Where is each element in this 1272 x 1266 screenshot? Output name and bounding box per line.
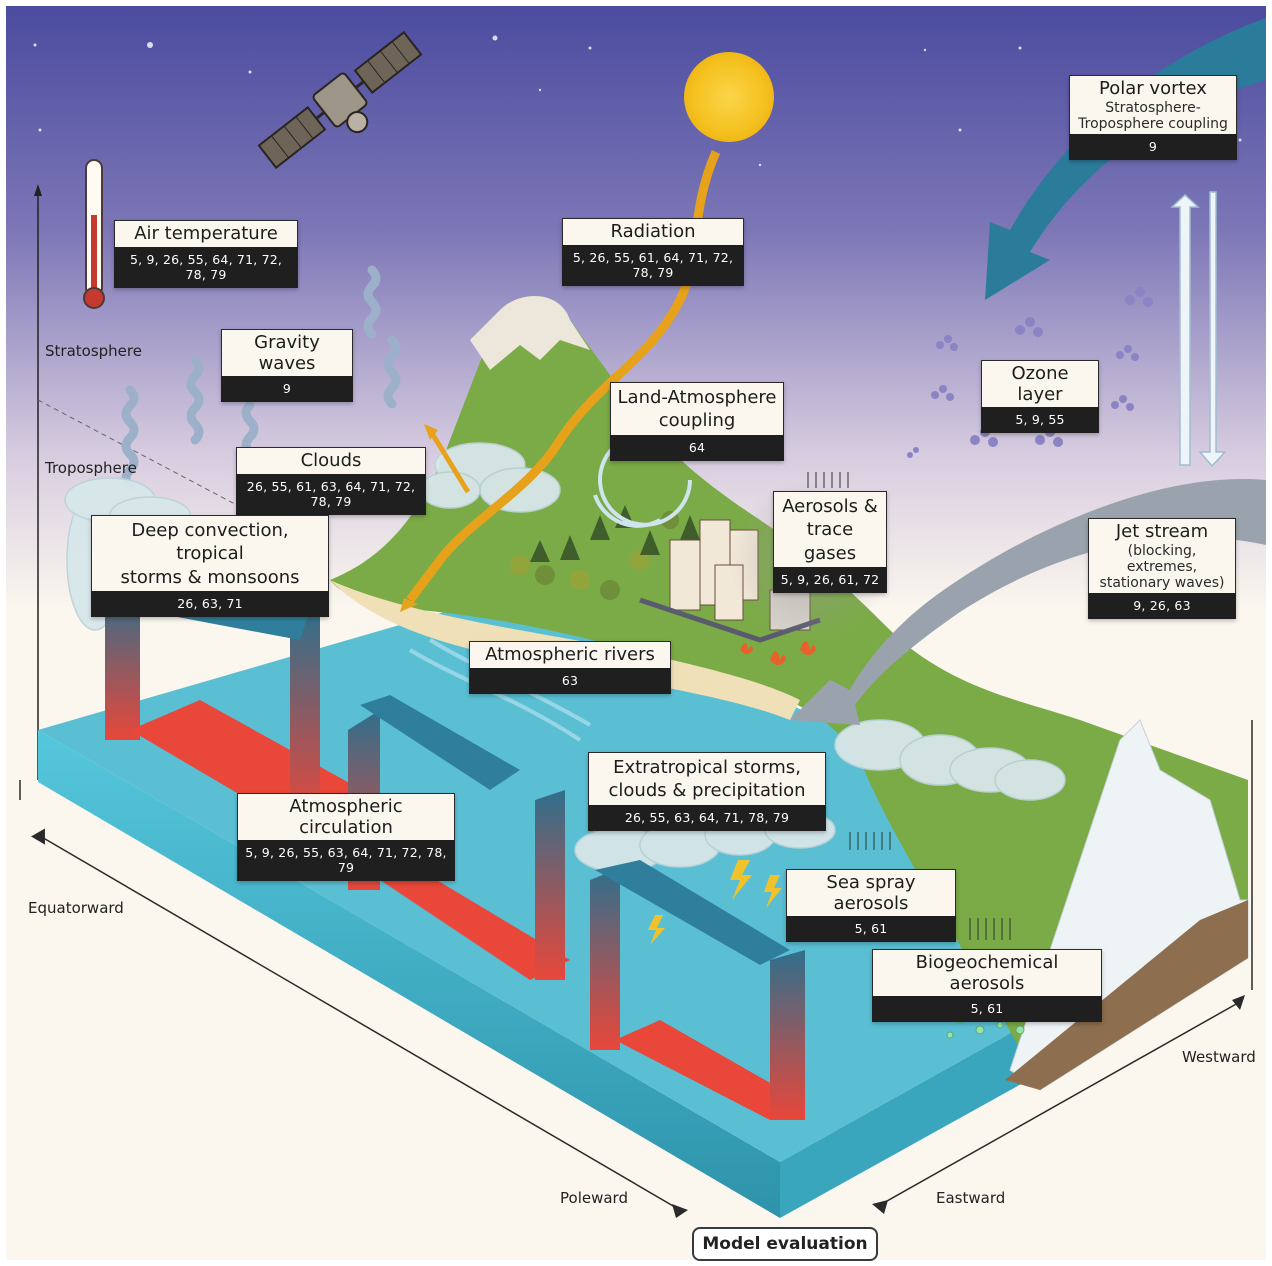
atmospheric-circulation-refs: 5, 9, 26, 55, 63, 64, 71, 72, 78, 79 [237, 840, 455, 882]
radiation-refs: 5, 26, 55, 61, 64, 71, 72, 78, 79 [562, 244, 744, 286]
extratropical-title: Extratropical storms, clouds & precipita… [608, 757, 806, 802]
air-temperature-box: Air temperature 5, 9, 26, 55, 64, 71, 72… [114, 220, 298, 288]
air-temperature-title: Air temperature [134, 223, 278, 244]
ozone-layer-refs: 5, 9, 55 [981, 407, 1099, 434]
eastward-label: Eastward [936, 1189, 1006, 1207]
polar-vortex-title: Polar vortex [1099, 78, 1207, 99]
extratropical-refs: 26, 55, 63, 64, 71, 78, 79 [588, 804, 826, 831]
atmospheric-rivers-box: Atmospheric rivers 63 [469, 641, 671, 694]
biogeochemical-refs: 5, 61 [872, 996, 1102, 1023]
thermometer [83, 159, 105, 309]
deep-convection-refs: 26, 63, 71 [91, 591, 329, 618]
biogeochemical-title: Biogeochemical aerosols [915, 952, 1059, 994]
clouds-box: Clouds 26, 55, 61, 63, 64, 71, 72, 78, 7… [236, 447, 426, 515]
land-atmosphere-box: Land-Atmosphere coupling 64 [610, 382, 784, 461]
ocean-side-front [38, 730, 780, 1218]
poleward-label: Poleward [560, 1189, 628, 1207]
polar-vortex-refs: 9 [1069, 133, 1237, 160]
sun [684, 52, 774, 142]
st-coupling-arrows [1170, 191, 1227, 468]
radiation-box: Radiation 5, 26, 55, 61, 64, 71, 72, 78,… [562, 218, 744, 286]
atmospheric-circulation-title: Atmospheric circulation [289, 796, 403, 838]
ozone-layer-box: Ozone layer 5, 9, 55 [981, 360, 1099, 434]
jet-stream-subtitle: (blocking, extremes, stationary waves) [1099, 542, 1225, 591]
clouds-refs: 26, 55, 61, 63, 64, 71, 72, 78, 79 [236, 473, 426, 515]
model-evaluation-label: Model evaluation [692, 1227, 878, 1261]
jet-stream-refs: 9, 26, 63 [1088, 592, 1236, 619]
sea-spray-refs: 5, 61 [786, 916, 956, 943]
jet-stream-box: Jet stream (blocking, extremes, stationa… [1088, 518, 1236, 619]
westward-label: Westward [1182, 1048, 1256, 1066]
atmospheric-rivers-title: Atmospheric rivers [485, 644, 655, 665]
atmospheric-circulation-box: Atmospheric circulation 5, 9, 26, 55, 63… [237, 793, 455, 882]
gravity-waves-title: Gravity waves [254, 332, 320, 374]
aerosols-box: Aerosols & trace gases 5, 9, 26, 61, 72 [773, 491, 887, 594]
jet-stream-arrow [790, 479, 1266, 725]
fires [740, 641, 816, 665]
aerosols-title: Aerosols & trace gases [782, 496, 878, 564]
lightning [648, 860, 782, 945]
snowcap [470, 296, 590, 370]
ground-axes [19, 720, 1253, 1211]
biogeochemical-box: Biogeochemical aerosols 5, 61 [872, 949, 1102, 1023]
cliff [1005, 900, 1248, 1090]
deep-convection-title: Deep convection, tropical storms & monso… [120, 520, 300, 588]
polar-vortex-box: Polar vortex Stratosphere- Troposphere c… [1069, 75, 1237, 160]
satellite [257, 30, 423, 170]
extratropical-box: Extratropical storms, clouds & precipita… [588, 752, 826, 831]
stratosphere-label: Stratosphere [45, 342, 142, 360]
gravity-waves-box: Gravity waves 9 [221, 329, 353, 403]
atmospheric-rivers-refs: 63 [469, 667, 671, 694]
aerosols-refs: 5, 9, 26, 61, 72 [773, 567, 887, 594]
polar-vortex-subtitle: Stratosphere- Troposphere coupling [1078, 99, 1228, 132]
jet-stream-title: Jet stream [1115, 521, 1209, 542]
deep-convection-box: Deep convection, tropical storms & monso… [91, 515, 329, 618]
land-atmosphere-refs: 64 [610, 434, 784, 461]
aerosol-arrows [807, 472, 1011, 940]
sea-spray-box: Sea spray aerosols 5, 61 [786, 869, 956, 943]
land-atmosphere-title: Land-Atmosphere coupling [617, 387, 777, 432]
radiation-title: Radiation [610, 221, 696, 242]
gravity-waves-refs: 9 [221, 376, 353, 403]
sea-spray-title: Sea spray aerosols [826, 872, 916, 914]
ozone-layer-title: Ozone layer [1011, 363, 1069, 405]
clouds-title: Clouds [300, 450, 362, 471]
equatorward-label: Equatorward [28, 899, 124, 917]
troposphere-label: Troposphere [45, 459, 137, 477]
air-temperature-refs: 5, 9, 26, 55, 64, 71, 72, 78, 79 [114, 246, 298, 288]
stars [33, 35, 1242, 167]
